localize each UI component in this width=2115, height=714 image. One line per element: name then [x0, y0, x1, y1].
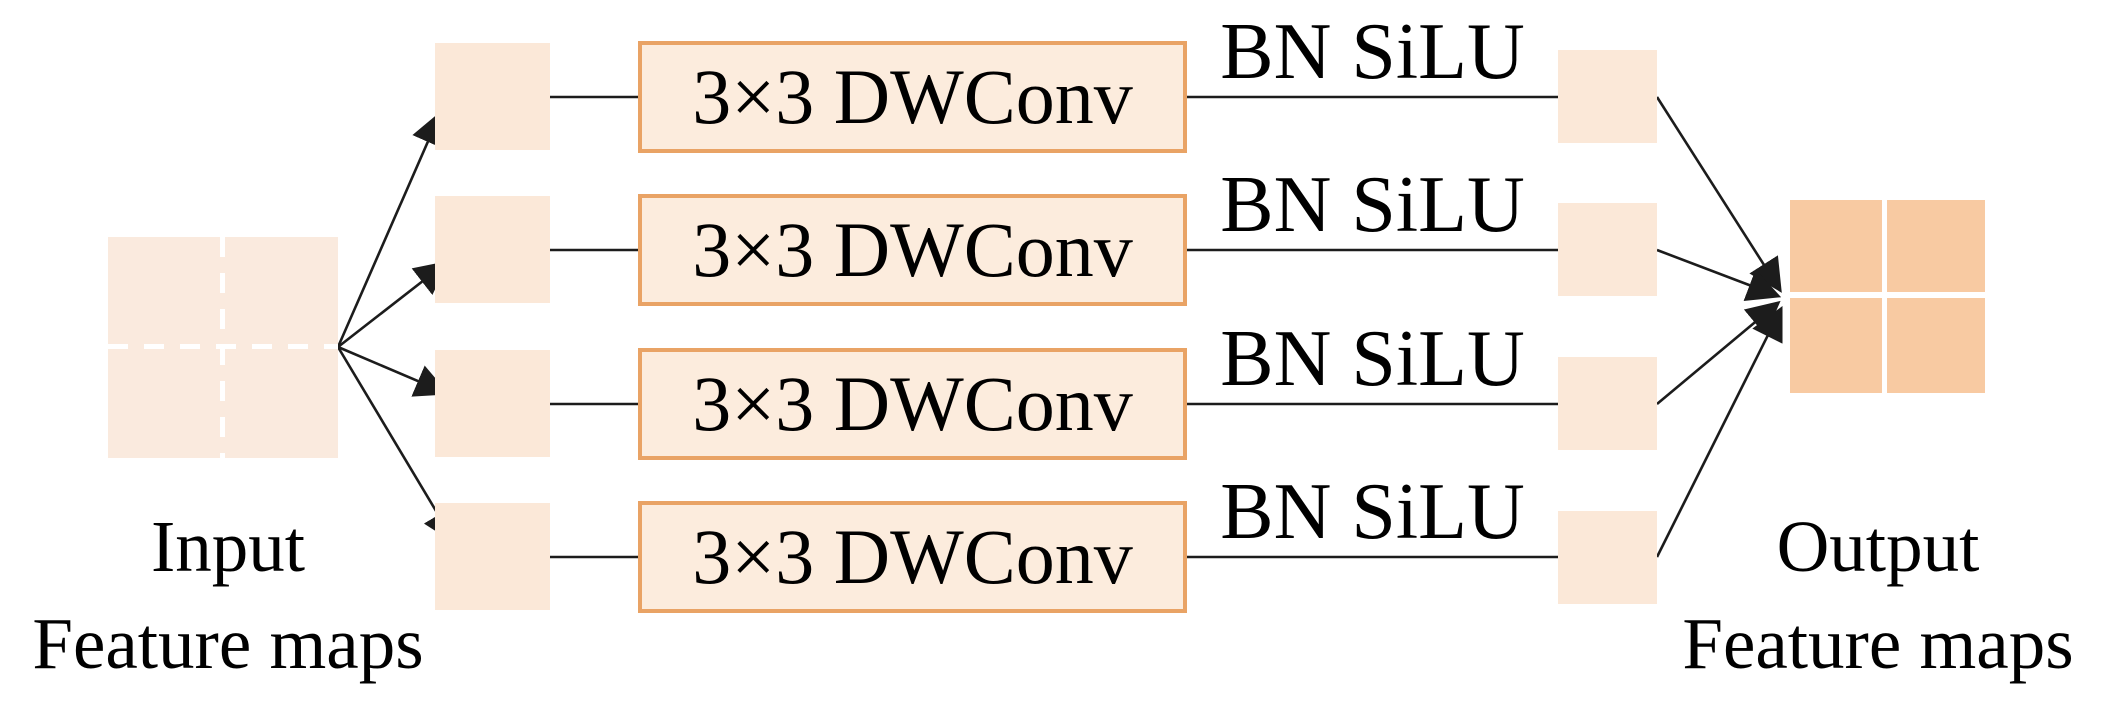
bn-silu-label-1: BN SiLU	[1220, 8, 1525, 96]
activated-feature-map-4	[1558, 511, 1657, 604]
output-caption-line2: Feature maps	[1682, 603, 2074, 684]
split-feature-map-4	[435, 503, 550, 610]
output-caption-line1: Output	[1776, 506, 1980, 587]
fanout-arrow-2	[337, 260, 449, 349]
activated-feature-map-1	[1558, 50, 1657, 143]
concat-arrow-1	[1655, 96, 1782, 293]
input-caption: Input Feature maps	[8, 498, 448, 692]
concat-arrows	[1655, 96, 1783, 558]
bn-silu-label-4: BN SiLU	[1220, 468, 1525, 556]
dwconv-box-label: 3×3 DWConv	[692, 53, 1133, 140]
input-caption-line1: Input	[150, 506, 306, 587]
bn-silu-label-2: BN SiLU	[1220, 161, 1525, 249]
dwconv-box-4: 3×3 DWConv	[638, 501, 1187, 613]
split-feature-map-2	[435, 196, 550, 303]
activated-feature-map-2	[1558, 203, 1657, 296]
split-feature-map-3	[435, 350, 550, 457]
dwconv-box-label: 3×3 DWConv	[692, 360, 1133, 447]
dwconv-box-label: 3×3 DWConv	[692, 513, 1133, 600]
fanout-arrow-1	[336, 110, 444, 348]
input-fanout-arrows	[336, 110, 456, 544]
concat-arrow-2	[1656, 248, 1782, 301]
bn-silu-label-3: BN SiLU	[1220, 315, 1525, 403]
input-caption-line2: Feature maps	[32, 603, 424, 684]
dwconv-box-3: 3×3 DWConv	[638, 348, 1187, 460]
output-feature-map	[1790, 200, 1985, 393]
activated-feature-map-3	[1558, 357, 1657, 450]
dwconv-box-2: 3×3 DWConv	[638, 194, 1187, 306]
input-feature-map	[108, 237, 338, 458]
dwconv-box-label: 3×3 DWConv	[692, 206, 1133, 293]
split-feature-map-1	[435, 43, 550, 150]
split-to-conv-lines	[550, 95, 642, 559]
input-map-dashed-divider-horizontal	[108, 344, 338, 349]
concat-arrow-3	[1656, 300, 1781, 405]
output-caption: Output Feature maps	[1658, 498, 2098, 692]
fanout-arrow-3	[337, 345, 450, 397]
output-map-divider-horizontal	[1790, 292, 1985, 298]
dwconv-box-1: 3×3 DWConv	[638, 41, 1187, 153]
